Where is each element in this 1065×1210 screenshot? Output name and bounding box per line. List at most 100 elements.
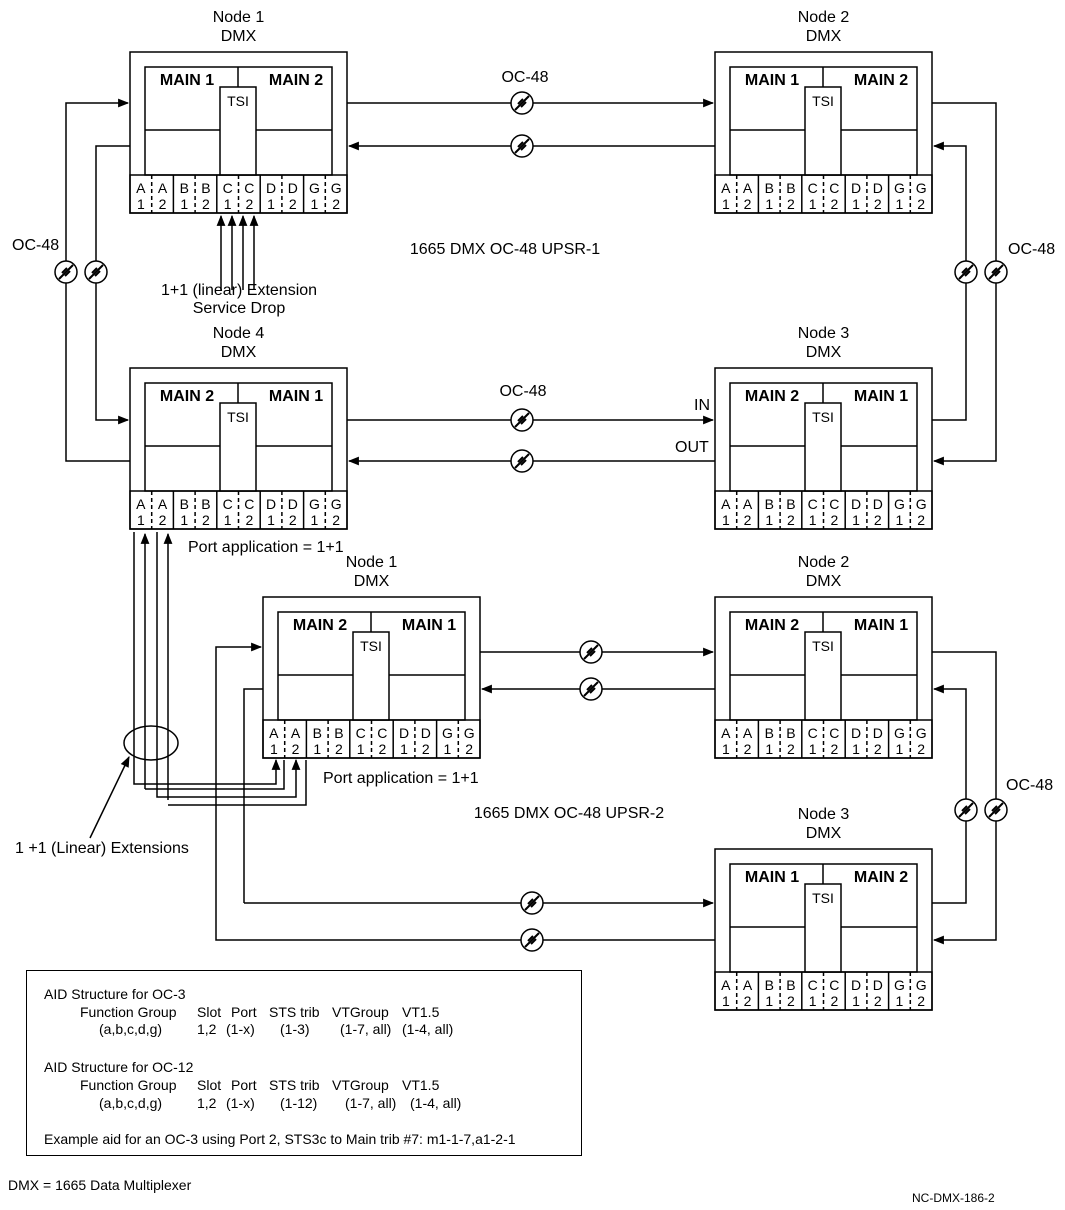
aid-oc3-value: (1-7, all) [340,1021,392,1037]
attenuator-icon [954,260,978,284]
slot-letter: B [334,725,344,741]
tsi-block [219,402,257,492]
slot-letter: D [850,977,862,993]
attenuator-icon [984,798,1008,822]
node-tsi-ring1-node1: TSI [227,93,249,109]
slot-letter: D [265,496,277,512]
slot-letter: A [721,725,731,741]
slot-number: 2 [332,512,341,528]
aid-oc3-header: Port [231,1004,257,1020]
slot-number: 2 [743,196,752,212]
tsi-block [804,86,842,176]
slot-number: 1 [721,512,730,528]
slot-number: 2 [873,993,882,1009]
slot-number: 1 [765,741,774,757]
aid-oc12-value: (1-x) [226,1095,255,1111]
port-application-ring2: Port application = 1+1 [323,770,479,787]
fiber-link [243,688,263,903]
node-name-ring2-node3: Node 3 [797,806,850,823]
slot-letter: G [915,977,927,993]
slot-number: 2 [830,741,839,757]
slot-letter: A [269,725,279,741]
node-tsi-ring1-node2: TSI [812,93,834,109]
attenuator-icon [510,408,534,432]
fiber-link [89,756,130,839]
aid-oc12-value: (1-12) [280,1095,318,1111]
slot-number: 1 [269,741,278,757]
slot-number: 2 [873,196,882,212]
aid-oc3-header: VTGroup [332,1004,389,1020]
ring2-title: 1665 DMX OC-48 UPSR-2 [473,805,665,822]
slot-letter: A [157,496,168,512]
slot-letter: A [721,496,731,512]
slot-number: 1 [895,196,904,212]
slot-letter: D [420,725,431,741]
aid-oc12-header: Slot [197,1077,222,1093]
slot-letter: C [807,725,818,741]
slot-number: 2 [421,741,430,757]
node-box-ring2-node3 [714,848,933,1011]
node-right-card-ring2-node3: MAIN 2 [853,869,909,886]
node-tsi-ring2-node3: TSI [812,890,834,906]
aid-oc12-value: (1-7, all) [345,1095,397,1111]
fiber-link [95,145,130,425]
slot-number: 1 [808,993,817,1009]
slot-number: 2 [873,512,882,528]
slot-number: 2 [917,741,926,757]
slot-number: 1 [310,512,319,528]
slot-letter: G [330,496,342,512]
fiber-link [932,684,967,904]
slot-letter: G [441,725,453,741]
aid-oc12-header: VT1.5 [402,1077,440,1093]
node-name-ring1-node2: Node 2 [797,9,850,26]
slot-letter: C [807,496,818,512]
slot-letter: C [829,496,840,512]
node-type-ring1-node4: DMX [220,344,257,361]
slot-number: 1 [721,741,730,757]
oc48-label-ring2-right: OC-48 [1006,777,1054,794]
node-left-card-ring1-node1: MAIN 1 [159,72,215,89]
slot-number: 2 [743,512,752,528]
node-box-ring1-node2 [714,51,933,214]
slot-number: 2 [288,512,297,528]
node-name-ring1-node3: Node 3 [797,325,850,342]
slot-letter: C [829,725,840,741]
attenuator-icon [579,677,603,701]
aid-oc12-header: Port [231,1077,257,1093]
node-type-ring2-node2: DMX [805,573,842,590]
slot-letter: A [721,977,731,993]
slot-letter: B [786,725,796,741]
slot-letter: G [893,977,905,993]
attenuator-icon [520,891,544,915]
oc48-label-ring1-top: OC-48 [501,69,549,86]
slot-number: 2 [158,512,167,528]
slot-letter: D [850,180,862,196]
port-application-ring1: Port application = 1+1 [188,539,344,556]
slot-number: 2 [787,512,795,528]
slot-number: 1 [223,196,232,212]
aid-oc3-header: Function Group [80,1004,177,1020]
slot-number: 1 [313,741,322,757]
slot-number: 1 [721,196,730,212]
slot-letter: G [915,496,927,512]
slot-letter: C [807,180,818,196]
node-tsi-ring1-node3: TSI [812,409,834,425]
node-box-ring1-node1 [129,51,348,214]
slot-letter: B [786,977,796,993]
slot-number: 2 [743,741,752,757]
tsi-block [804,402,842,492]
aid-oc12-title: AID Structure for OC-12 [44,1059,194,1075]
node-name-ring2-node1: Node 1 [345,554,398,571]
slot-number: 1 [895,741,904,757]
node-right-card-ring1-node3: MAIN 1 [853,388,909,405]
attenuator-icons [54,91,1008,952]
slot-letter: C [829,977,840,993]
attenuator-icon [520,928,544,952]
slot-letter: C [244,496,255,512]
slot-number: 1 [267,196,275,212]
slot-letter: B [179,496,189,512]
node-left-card-ring1-node4: MAIN 2 [159,388,215,405]
attenuator-icon [54,260,78,284]
slot-number: 2 [787,741,795,757]
